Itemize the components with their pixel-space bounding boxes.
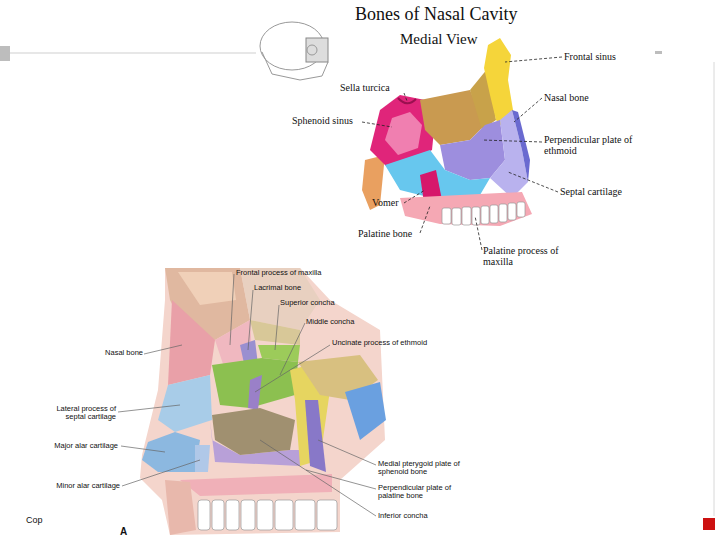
tooth: [490, 205, 498, 223]
palate: [180, 474, 332, 496]
pterygoid-plate: [305, 400, 326, 472]
leader-line: [362, 122, 392, 127]
part-label: Palatine bone: [358, 228, 412, 239]
leader-line: [505, 57, 562, 62]
leader-line: [122, 460, 200, 486]
leader-line: [280, 323, 305, 375]
uncinate-process: [248, 375, 262, 410]
part-label: Frontal process of maxilla: [236, 269, 321, 277]
leader-line: [475, 216, 482, 250]
perpendicular-plate: [440, 120, 505, 180]
leader-line: [118, 405, 180, 412]
leader-line: [230, 274, 234, 345]
part-label: Septal cartilage: [560, 186, 622, 197]
part-label: Medial pterygoid plate of sphenoid bone: [378, 460, 478, 477]
tooth: [257, 500, 273, 530]
part-label: Nasal bone: [544, 92, 589, 103]
skull-icon: [260, 22, 324, 70]
part-label: Perpendicular plate of ethmoid: [544, 134, 640, 156]
leader-line: [404, 93, 407, 101]
tooth: [452, 208, 461, 225]
part-label: Superior concha: [280, 299, 335, 307]
tooth: [226, 500, 239, 530]
tooth: [481, 206, 489, 224]
part-label: Uncinate process of ethmoid: [332, 339, 427, 347]
part-label: Sphenoid sinus: [292, 115, 353, 126]
part-label: Sella turcica: [340, 82, 390, 93]
tooth: [472, 207, 480, 225]
orbital-bone: [250, 320, 300, 345]
tooth: [295, 500, 315, 530]
leader-line: [318, 440, 376, 465]
tooth: [241, 500, 255, 530]
rule-line: [714, 62, 715, 516]
leader-line: [275, 305, 279, 350]
part-label: Middle concha: [306, 318, 354, 326]
lip: [165, 480, 196, 535]
slide-marker: [703, 518, 715, 530]
leader-line: [508, 172, 558, 192]
leader-line: [514, 98, 542, 122]
slide-marker: [655, 51, 662, 54]
view-label: Medial View: [400, 31, 478, 48]
part-label: Vomer: [372, 197, 398, 208]
part-label: Perpendicular plate of palatine bone: [378, 484, 468, 501]
leader-line: [248, 290, 253, 350]
tooth: [499, 204, 507, 222]
part-label: Nasal bone: [103, 349, 143, 357]
part-label: Lacrimal bone: [254, 284, 301, 292]
leader-line: [420, 206, 430, 233]
tooth: [508, 203, 516, 220]
part-label: Palatine process of maxilla: [483, 245, 575, 267]
part-label: Inferior concha: [378, 512, 428, 520]
nasal-bone: [512, 110, 530, 182]
tooth: [275, 500, 293, 530]
diagram-title: Bones of Nasal Cavity: [355, 5, 517, 25]
skull-icon: [307, 45, 317, 55]
inferior-concha: [212, 408, 295, 455]
frontal-sinus: [178, 272, 236, 305]
part-label: Minor alar cartilage: [30, 482, 120, 490]
maxilla: [400, 192, 532, 226]
skin: [140, 268, 385, 535]
clivus: [345, 382, 386, 440]
figure-letter: A: [120, 526, 127, 537]
part-label: Lateral process of septal cartilage: [46, 405, 116, 422]
leader-line: [121, 446, 165, 452]
leader-line: [404, 190, 425, 203]
leader-line: [144, 345, 182, 354]
part-label: Major alar cartilage: [30, 442, 118, 450]
alar-cartilage: [142, 432, 200, 472]
tooth: [462, 207, 471, 225]
leader-line: [260, 440, 376, 516]
leader-line: [306, 470, 376, 489]
leader-line: [255, 345, 330, 392]
leader-line: [482, 140, 542, 142]
sphenoid-sinus: [385, 112, 422, 155]
tooth: [212, 500, 224, 530]
tooth: [198, 500, 210, 530]
nasal-bone: [168, 300, 215, 385]
skull-icon: [306, 38, 328, 62]
part-label: Frontal sinus: [564, 51, 616, 62]
slide-marker: [0, 46, 10, 61]
tooth: [517, 202, 525, 217]
tooth: [317, 500, 337, 530]
sella-turcica: [398, 98, 416, 103]
septal-cartilage: [158, 375, 212, 432]
rule-line: [10, 53, 256, 54]
alar-cartilage: [195, 445, 210, 472]
tooth: [442, 208, 451, 224]
septal-cartilage: [490, 110, 528, 198]
copyright-note: Cop: [26, 516, 43, 526]
